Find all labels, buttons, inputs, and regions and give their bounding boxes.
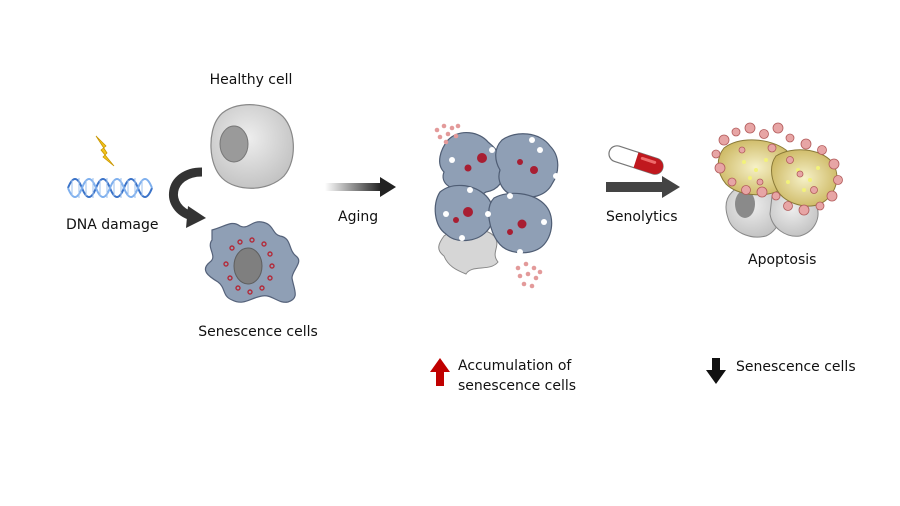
decrease-senescence-label: Senescence cells (736, 359, 856, 375)
dna-damage-label: DNA damage (66, 217, 159, 233)
healthy-cell-label: Healthy cell (209, 72, 293, 88)
apoptosis-label: Apoptosis (748, 252, 817, 268)
senolytics-arrow (606, 176, 680, 198)
senescence-cells-label: Senescence cells (198, 324, 318, 340)
senescence-cell (204, 221, 300, 303)
up-arrow-icon (430, 358, 450, 386)
healthy-cell (210, 104, 294, 189)
lightning-bolt-icon (95, 135, 115, 167)
apoptotic-cells (711, 122, 843, 238)
accumulation-label-line1: Accumulation of (458, 358, 572, 374)
capsule-pill-icon (608, 145, 664, 175)
senescent-cell-cluster (434, 123, 559, 289)
aging-label: Aging (338, 209, 379, 225)
dna-helix-icon (67, 178, 153, 198)
aging-arrow (325, 177, 396, 197)
down-arrow-icon (706, 358, 726, 384)
accumulation-label-line2: senescence cells (458, 378, 577, 394)
senolytics-label: Senolytics (606, 209, 678, 225)
curved-arrow (169, 167, 206, 228)
